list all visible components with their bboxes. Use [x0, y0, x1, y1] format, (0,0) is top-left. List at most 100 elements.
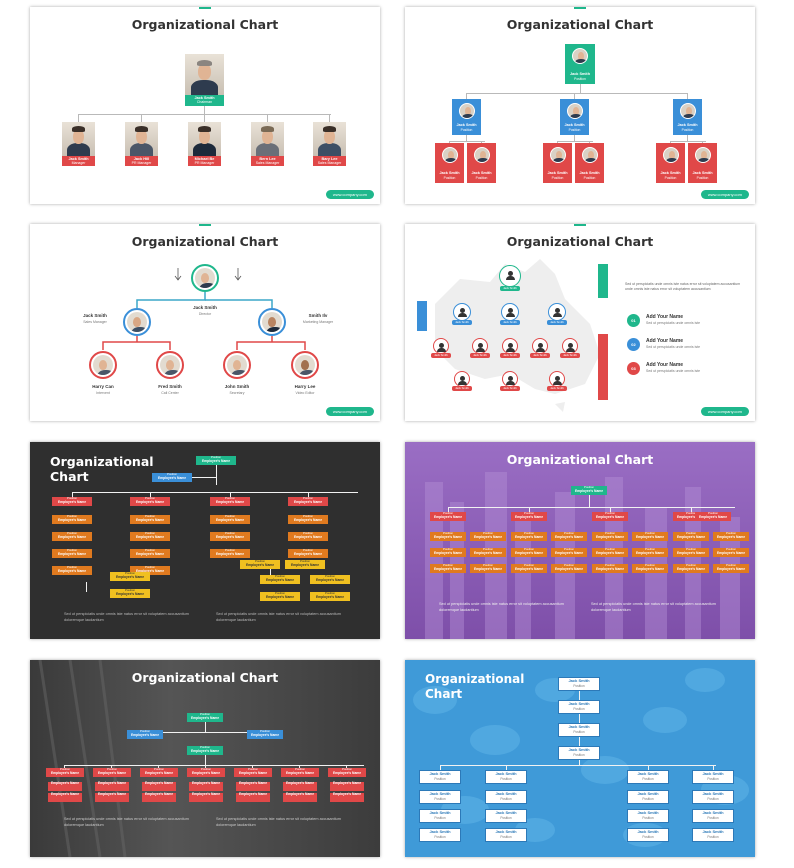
employee-name: Employee's Name: [473, 534, 503, 539]
person-name: Jack Smith: [429, 829, 451, 834]
person-icon: [499, 265, 521, 287]
person-icon: [433, 338, 449, 354]
person-icon: [502, 338, 518, 354]
person-name: Jack Smith: [637, 810, 659, 815]
person-role: Position: [642, 835, 654, 839]
node-label: Jack Smith: [500, 386, 520, 391]
person-name: Michael Be: [194, 157, 215, 161]
position-label: Position: [300, 559, 310, 563]
employee-name: Employee's Name: [135, 551, 165, 556]
node-label: Jack Smith: [547, 320, 567, 325]
person-role: Position: [707, 816, 719, 820]
person-role: Position: [434, 777, 446, 781]
node-label: Jack Smith: [500, 320, 520, 325]
position-box: Employee's Name: [189, 792, 223, 802]
chairman-tag: Jack Smith Chairman: [185, 95, 224, 106]
employee-name: Employee's Name: [144, 792, 174, 796]
slide-1[interactable]: Organizational Chart Jack Smith Chairman…: [30, 7, 380, 204]
position-label: Position: [686, 531, 696, 535]
person-role: Manager: [71, 161, 86, 165]
person-photo: [313, 122, 346, 156]
person-role: Call Center: [161, 391, 179, 395]
right-manager-name: Smith Ilv: [308, 313, 328, 318]
employee-name: Employee's Name: [265, 594, 295, 599]
person-photo: [581, 147, 598, 163]
employee-name: Employee's Name: [238, 781, 268, 785]
position-label: Position: [605, 563, 615, 567]
employee-name: Employee's Name: [514, 550, 544, 555]
person-role: Position: [574, 77, 586, 81]
person-name: Jack Smith: [637, 771, 659, 776]
person-name: Jack Smith: [568, 724, 590, 729]
company-url[interactable]: www.company.com: [325, 190, 374, 199]
employee-name: Employee's Name: [157, 475, 187, 480]
position-label: Position: [107, 767, 117, 771]
position-label: Position: [483, 547, 493, 551]
person-role: Position: [573, 684, 585, 688]
side-label-left: [417, 301, 427, 331]
person-role: Position: [681, 128, 694, 132]
employee-name: Employee's Name: [554, 566, 584, 571]
company-url[interactable]: www.company.com: [325, 407, 374, 416]
person-name: Jack Smith: [547, 171, 568, 175]
employee-name: Employee's Name: [50, 792, 80, 796]
employee-name: Employee's Name: [332, 792, 362, 796]
position-label: Position: [605, 547, 615, 551]
employee-name: Employee's Name: [285, 770, 315, 775]
employee-name: Employee's Name: [57, 551, 87, 556]
position-label: Position: [726, 547, 736, 551]
employee-name: Employee's Name: [315, 577, 345, 582]
employee-name: Employee's Name: [433, 566, 463, 571]
person-role: Position: [475, 176, 488, 180]
legend-title: Add Your Name: [646, 338, 684, 344]
company-url[interactable]: www.company.com: [700, 407, 749, 416]
employee-name: Employee's Name: [115, 574, 145, 579]
employee-name: Employee's Name: [554, 534, 584, 539]
employee-name: Employee's Name: [293, 551, 323, 556]
person-role: PR Manager: [194, 161, 215, 165]
person-avatar: [89, 351, 117, 379]
position-label: Position: [325, 591, 335, 595]
company-url[interactable]: www.company.com: [700, 190, 749, 199]
right-manager-role: Marketing Manager: [302, 320, 334, 324]
employee-name: Employee's Name: [190, 748, 220, 753]
employee-name: Employee's Name: [265, 577, 295, 582]
person-name: Bern Lee: [259, 157, 276, 161]
person-name: Jack Smith: [637, 791, 659, 796]
position-label: Position: [645, 547, 655, 551]
person-name: John Smith: [224, 384, 250, 389]
position-label: Position: [67, 496, 77, 500]
employee-name: Employee's Name: [293, 534, 323, 539]
employee-name: Employee's Name: [191, 781, 221, 785]
position-label: Position: [67, 531, 77, 535]
